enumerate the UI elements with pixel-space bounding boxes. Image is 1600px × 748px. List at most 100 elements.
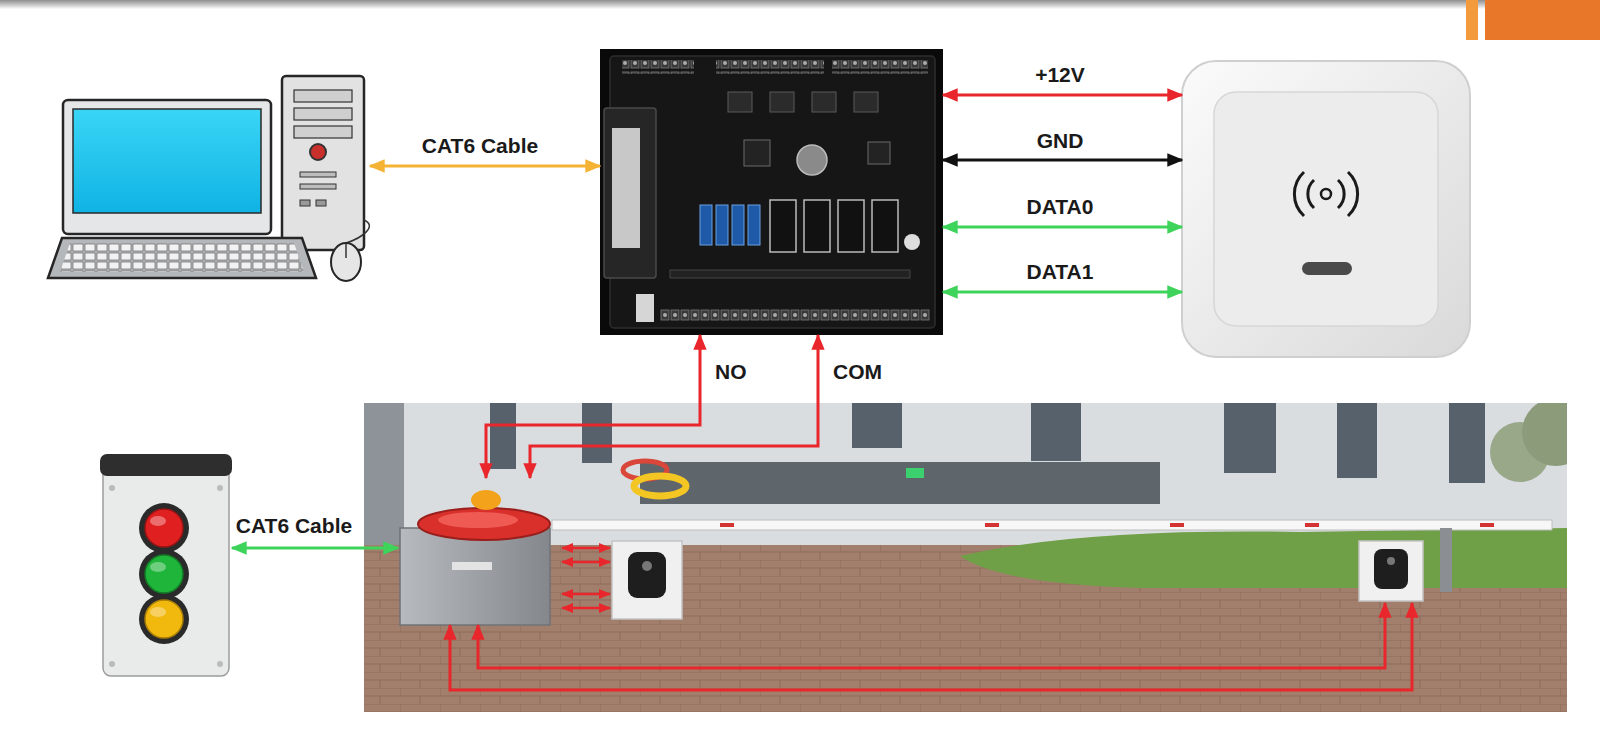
button-highlight	[150, 562, 166, 572]
power-button	[310, 144, 326, 160]
screw	[109, 661, 115, 667]
sensor-wire	[478, 603, 1385, 668]
button-ring	[139, 503, 189, 553]
building-window	[490, 403, 516, 469]
building-background	[364, 403, 1567, 712]
barrier-arm	[552, 520, 1552, 530]
arm-stripe	[1305, 523, 1319, 527]
relay	[700, 205, 712, 245]
relay-wire	[486, 335, 700, 478]
arm-stripe	[720, 523, 734, 527]
sensor-wire	[562, 561, 610, 564]
building-window	[1449, 403, 1485, 483]
component-row	[670, 270, 910, 278]
screw	[217, 661, 223, 667]
network-module	[604, 108, 656, 278]
arm-stripe	[1170, 523, 1184, 527]
barrier-gate-cabinet	[398, 478, 562, 625]
controller-illustration	[600, 49, 943, 335]
edge-label: CAT6 Cable	[233, 514, 355, 538]
tree	[1522, 403, 1567, 466]
terminal-block	[716, 60, 824, 74]
green-sign	[906, 468, 924, 478]
edge-label: DATA1	[1024, 260, 1097, 284]
ground-wire	[943, 159, 1182, 162]
pc-illustration	[48, 76, 369, 281]
rfid-symbol	[1348, 172, 1358, 216]
module-sticker	[612, 128, 640, 248]
circuit-board	[610, 56, 935, 328]
keyboard	[48, 238, 316, 278]
button-ring	[139, 594, 189, 644]
drive-bay	[294, 126, 352, 138]
building-column	[364, 403, 404, 553]
monitor-screen	[73, 109, 261, 213]
rfid-symbol	[1308, 180, 1314, 208]
relay	[748, 205, 760, 245]
edge-label: GND	[1034, 129, 1087, 153]
tower-slot	[300, 184, 336, 189]
brand-badge	[1302, 262, 1352, 275]
button-highlight	[150, 607, 166, 617]
power-relay	[804, 200, 830, 252]
connector	[636, 294, 654, 322]
photocell-housing	[1359, 541, 1423, 601]
edge-label: COM	[830, 360, 885, 384]
photocell-lens	[642, 561, 652, 571]
push-button-station	[100, 454, 232, 678]
power-relay	[770, 200, 796, 252]
access-controller-board	[600, 49, 943, 335]
network-cable	[370, 165, 600, 168]
arm-stripe	[1480, 523, 1494, 527]
processor	[744, 140, 770, 166]
edge-label: +12V	[1032, 63, 1088, 87]
reader-illustration	[1182, 61, 1470, 357]
pc-workstation	[48, 72, 370, 282]
chip	[812, 92, 836, 112]
barrier-photo	[364, 403, 1567, 712]
photocell-face	[628, 552, 666, 598]
chip	[728, 92, 752, 112]
keyboard-keys	[60, 243, 304, 272]
arm-stripe	[985, 523, 999, 527]
data-wire	[943, 291, 1182, 294]
usb-port	[316, 200, 326, 206]
mouse-cable	[346, 220, 369, 243]
building-window	[1031, 403, 1081, 461]
buzzer	[904, 234, 920, 250]
rfid-reader	[1182, 61, 1470, 357]
edge-label: CAT6 Cable	[419, 134, 541, 158]
usb-port	[300, 200, 310, 206]
lawn	[960, 528, 1567, 588]
photocell-face	[1374, 549, 1408, 589]
reader-housing	[1182, 61, 1470, 357]
screw	[109, 485, 115, 491]
sensor-wire	[562, 607, 610, 610]
drive-bay	[294, 108, 352, 120]
edge-label: NO	[712, 360, 750, 384]
yellow-button	[145, 600, 183, 638]
power-relay	[838, 200, 864, 252]
building-window	[1224, 403, 1276, 473]
green-button	[145, 555, 183, 593]
chip	[854, 92, 878, 112]
mouse-button-split	[345, 244, 347, 258]
screw	[217, 485, 223, 491]
barrier-cabinet	[400, 528, 550, 625]
reader-face	[1214, 92, 1438, 326]
rfid-symbol	[1338, 180, 1344, 208]
header-bar	[0, 0, 1600, 9]
building-window	[582, 403, 612, 463]
button-station-illustration	[100, 454, 232, 676]
button-ring	[139, 549, 189, 599]
mouse	[331, 243, 361, 281]
processor	[868, 142, 890, 164]
header-accent	[1485, 0, 1600, 40]
relay	[716, 205, 728, 245]
warning-lamp	[471, 490, 501, 510]
building-window	[1337, 403, 1377, 478]
power-relay	[872, 200, 898, 252]
board-background	[600, 49, 943, 335]
